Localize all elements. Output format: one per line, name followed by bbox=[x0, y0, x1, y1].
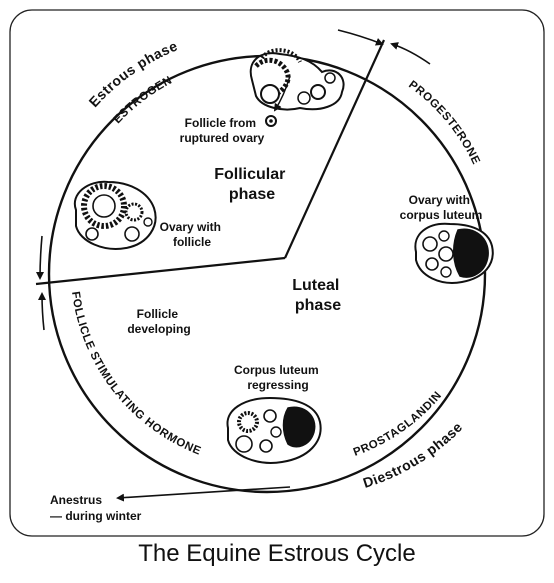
follicle-ruptured-label: Follicle from ruptured ovary bbox=[180, 116, 265, 145]
anestrus-label: Anestrus — during winter bbox=[50, 493, 142, 523]
ovary-corpus-luteum-label: Ovary with corpus luteum bbox=[400, 193, 483, 222]
diagram-caption: The Equine Estrous Cycle bbox=[138, 540, 416, 567]
top-arrow-in bbox=[337, 29, 384, 46]
frame-border bbox=[9, 9, 545, 537]
corpus-regressing-label: Corpus luteum regressing bbox=[234, 363, 322, 392]
follicular-phase-title: Follicular phase bbox=[214, 166, 290, 203]
ovary-with-follicle-illustration bbox=[73, 180, 157, 250]
top-arrow-out bbox=[390, 42, 431, 65]
ovary-follicle-label: Ovary with follicle bbox=[160, 220, 225, 249]
progesterone-label: PROGESTERONE bbox=[406, 79, 482, 167]
anestrus-arrow bbox=[116, 486, 291, 502]
left-arrow-up bbox=[38, 292, 47, 331]
estrous-cycle-diagram: Estrous phase ESTROGEN PROGESTERONE PROS… bbox=[9, 9, 545, 537]
diestrous-phase-label: Diestrous phase bbox=[361, 419, 466, 491]
follicle-developing-label: Follicle developing bbox=[127, 307, 190, 336]
ruptured-ovary-illustration bbox=[249, 48, 345, 127]
left-arrow-down bbox=[36, 235, 45, 280]
luteal-phase-title: Luteal phase bbox=[292, 277, 344, 314]
ovary-corpus-luteum-illustration bbox=[414, 222, 494, 284]
phase-divider-right bbox=[283, 39, 386, 259]
phase-divider-left bbox=[35, 256, 286, 286]
corpus-regressing-illustration bbox=[226, 396, 322, 464]
